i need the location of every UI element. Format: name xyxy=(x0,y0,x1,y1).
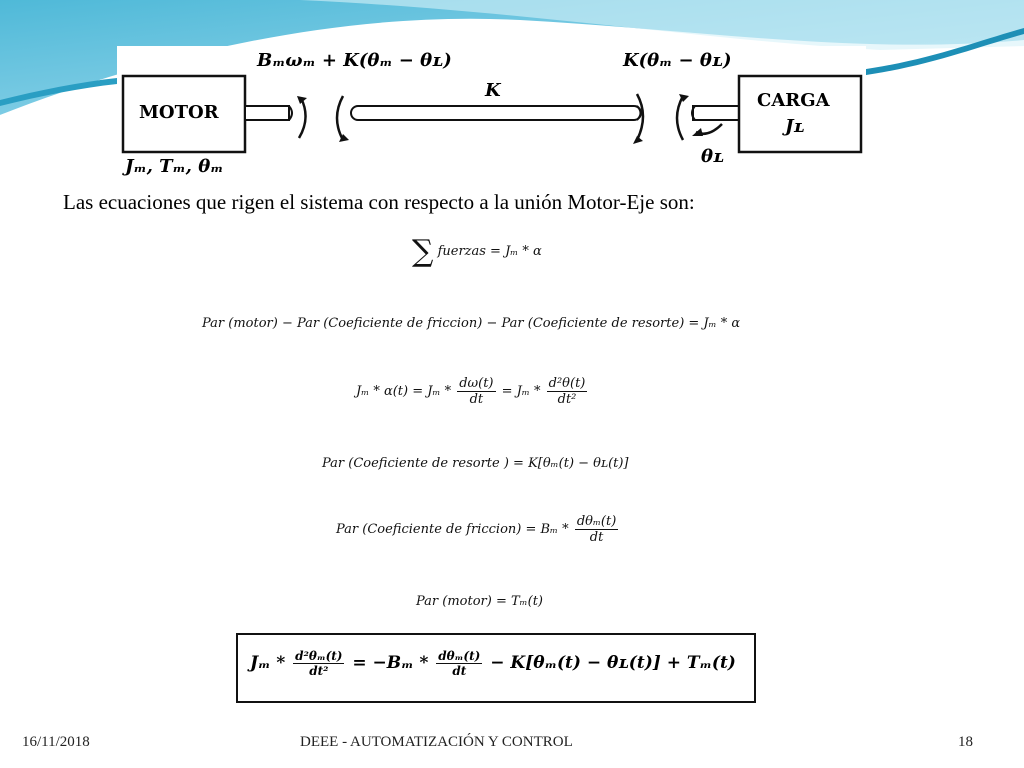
final-fraction-2: dθₘ(t) dt xyxy=(436,649,483,678)
sigma-symbol: ∑ xyxy=(412,234,434,269)
footer-date: 16/11/2018 xyxy=(22,734,90,750)
accel-lhs: Jₘ * α(t) = Jₘ * xyxy=(356,384,452,399)
right-torque-label: K(θₘ − θʟ) xyxy=(623,50,732,71)
load-box xyxy=(737,74,863,154)
accel-num-1: dω(t) xyxy=(457,376,496,392)
friction-fraction: dθₘ(t) dt xyxy=(574,514,619,545)
sum-forces-equation: ∑ fuerzas = Jₘ * α xyxy=(412,234,542,269)
friction-num: dθₘ(t) xyxy=(574,514,619,530)
spring-torque-equation: Par (Coeficiente de resorte ) = K[θₘ(t) … xyxy=(322,456,629,471)
final-den-2: dt xyxy=(452,664,467,678)
friction-lhs: Par (Coeficiente de friccion) = Bₘ * xyxy=(336,522,569,537)
accel-fraction-1: dω(t) dt xyxy=(457,376,496,407)
accel-den-2: dt² xyxy=(557,392,577,407)
acceleration-equation: Jₘ * α(t) = Jₘ * dω(t) dt = Jₘ * d²θ(t) … xyxy=(356,376,589,407)
final-lhs: Jₘ * xyxy=(250,653,286,673)
final-num-1: d²θₘ(t) xyxy=(293,649,345,664)
friction-den: dt xyxy=(589,530,604,545)
load-label: CARGA xyxy=(757,90,830,111)
motor-label: MOTOR xyxy=(139,102,219,123)
final-rhs: − K[θₘ(t) − θʟ(t)] + Tₘ(t) xyxy=(490,653,736,673)
motor-torque-equation: Par (motor) = Tₘ(t) xyxy=(416,594,543,609)
load-inertia-label: Jʟ xyxy=(785,116,805,137)
sum-forces-text: fuerzas = Jₘ * α xyxy=(437,244,542,259)
final-num-2: dθₘ(t) xyxy=(436,649,483,664)
intro-text: Las ecuaciones que rigen el sistema con … xyxy=(63,190,695,214)
final-equation-box: Jₘ * d²θₘ(t) dt² = −Bₘ * dθₘ(t) dt − K[θ… xyxy=(236,633,756,703)
diagram-drawing xyxy=(121,74,863,154)
footer-title: DEEE - AUTOMATIZACIÓN Y CONTROL xyxy=(300,734,573,750)
equations-panel: ∑ fuerzas = Jₘ * α Par (motor) − Par (Co… xyxy=(190,226,786,628)
torque-balance-equation: Par (motor) − Par (Coeficiente de fricci… xyxy=(202,316,741,331)
final-equation: Jₘ * d²θₘ(t) dt² = −Bₘ * dθₘ(t) dt − K[θ… xyxy=(250,649,736,678)
shaft-stiffness-label: K xyxy=(485,80,501,101)
accel-fraction-2: d²θ(t) dt² xyxy=(546,376,588,407)
left-torque-label: Bₘωₘ + K(θₘ − θʟ) xyxy=(257,50,452,71)
friction-torque-equation: Par (Coeficiente de friccion) = Bₘ * dθₘ… xyxy=(336,514,620,545)
accel-den-1: dt xyxy=(469,392,484,407)
footer-page-number: 18 xyxy=(958,734,973,750)
load-angle-label: θʟ xyxy=(701,146,725,167)
motor-params: Jₘ, Tₘ, θₘ xyxy=(125,156,224,177)
accel-num-2: d²θ(t) xyxy=(546,376,588,392)
final-mid: = −Bₘ * xyxy=(352,653,429,673)
accel-mid: = Jₘ * xyxy=(501,384,541,399)
motor-box xyxy=(121,74,247,154)
final-den-1: dt² xyxy=(309,664,329,678)
motor-load-diagram: MOTOR Jₘ, Tₘ, θₘ Bₘωₘ + K(θₘ − θʟ) K K(θ… xyxy=(117,46,866,184)
final-fraction-1: d²θₘ(t) dt² xyxy=(293,649,345,678)
